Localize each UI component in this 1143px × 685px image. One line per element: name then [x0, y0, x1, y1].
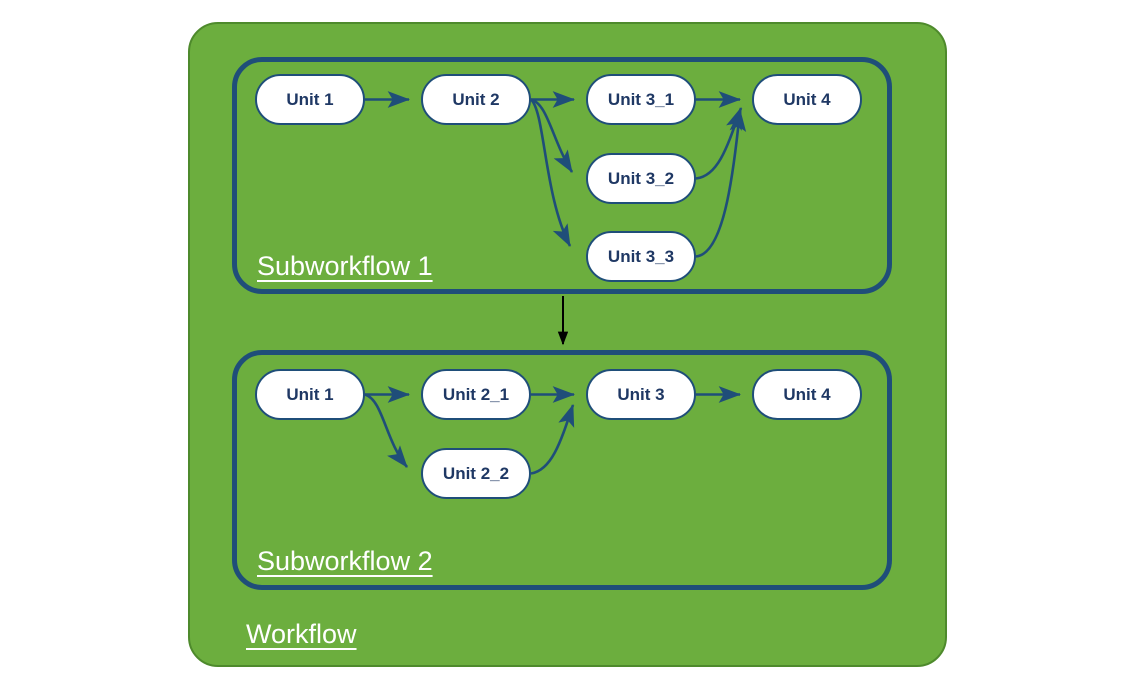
subworkflow-1-container	[232, 57, 892, 294]
node-s2-unit-2-1[interactable]: Unit 2_1	[421, 369, 531, 420]
node-s1-unit-4[interactable]: Unit 4	[752, 74, 862, 125]
workflow-label: Workflow	[246, 619, 357, 649]
node-s1-unit-1[interactable]: Unit 1	[255, 74, 365, 125]
node-s1-unit-2[interactable]: Unit 2	[421, 74, 531, 125]
node-s1-unit-3-3[interactable]: Unit 3_3	[586, 231, 696, 282]
subworkflow-2-label: Subworkflow 2	[257, 546, 433, 576]
node-s2-unit-4[interactable]: Unit 4	[752, 369, 862, 420]
node-s1-unit-3-2[interactable]: Unit 3_2	[586, 153, 696, 204]
subworkflow-2-container	[232, 350, 892, 590]
subworkflow-1-label: Subworkflow 1	[257, 251, 433, 281]
node-s1-unit-3-1[interactable]: Unit 3_1	[586, 74, 696, 125]
node-s2-unit-1[interactable]: Unit 1	[255, 369, 365, 420]
node-s2-unit-2-2[interactable]: Unit 2_2	[421, 448, 531, 499]
node-s2-unit-3[interactable]: Unit 3	[586, 369, 696, 420]
